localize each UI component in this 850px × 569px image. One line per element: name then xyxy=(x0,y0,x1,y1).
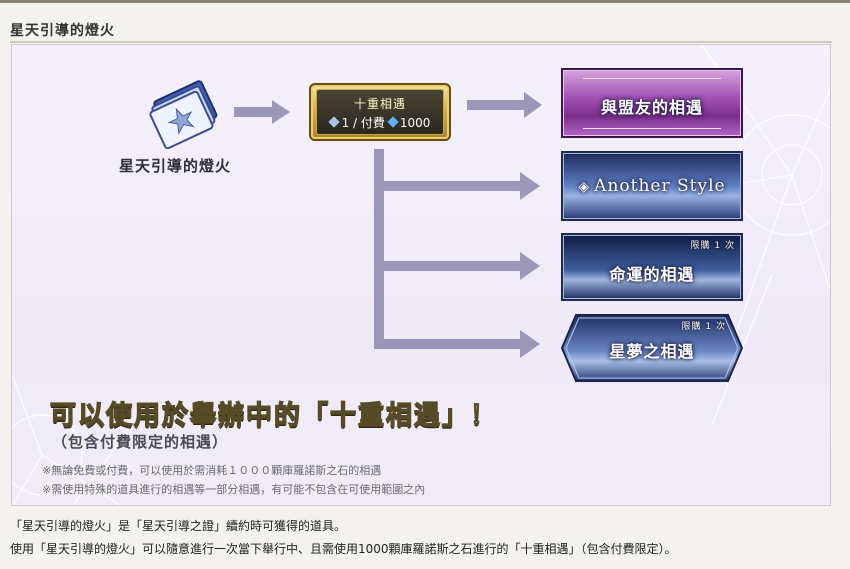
lamp-ticket-icon xyxy=(149,80,218,149)
hexagon-frame-icon xyxy=(560,314,744,382)
note-line: ※無論免費或付費，可以使用於需消耗１０００顆庫羅諾斯之石的相遇 xyxy=(42,464,382,477)
ten-pull-cost: 1 / 付費 1000 xyxy=(317,114,443,131)
description-line: 使用「星天引導的燈火」可以隨意進行一次當下舉行中、且需使用1000顆庫羅諾斯之石… xyxy=(10,542,677,556)
card-ornament-line xyxy=(583,128,721,129)
cost-amount: 1000 xyxy=(399,116,431,130)
card-label: ◈Another Style xyxy=(563,176,741,196)
ally-encounter-card[interactable]: 與盟友的相遇 xyxy=(561,68,743,138)
subline-text: （包含付費限定的相遇） xyxy=(52,433,229,451)
page-title: 星天引導的燈火 xyxy=(10,23,115,39)
item-name-label: 星天引導的燈火 xyxy=(118,157,231,175)
headline-text: 可以使用於舉辦中的「十重相遇」！ xyxy=(49,400,499,431)
arrow-right-icon xyxy=(234,100,290,124)
crest-icon: ◈ xyxy=(578,179,591,195)
description-line: 「星天引導的燈火」是「星天引導之證」續約時可獲得的道具。 xyxy=(10,519,347,533)
top-border xyxy=(0,0,850,3)
ten-pull-title: 十重相遇 xyxy=(353,97,406,111)
feature-banner: 星天引導的燈火 十重相遇 1 / 付費 1000 與盟友的相遇 ◈Another … xyxy=(11,44,831,506)
card-ornament-line xyxy=(583,78,721,79)
another-style-card[interactable]: ◈Another Style xyxy=(561,151,743,221)
card-label: 命運的相遇 xyxy=(609,265,695,284)
limit-badge: 限購 1 次 xyxy=(690,241,735,251)
ten-pull-button[interactable]: 十重相遇 1 / 付費 1000 xyxy=(309,83,451,141)
cost-prefix: 1 / 付費 xyxy=(341,116,385,130)
title-divider xyxy=(10,41,832,43)
note-line: ※需使用特殊的道具進行的相遇等一部分相遇，有可能不包含在可使用範圍之內 xyxy=(42,483,426,496)
star-dream-encounter-card[interactable]: 限購 1 次 星夢之相遇 xyxy=(560,313,744,383)
ten-pull-button-face: 十重相遇 1 / 付費 1000 xyxy=(316,89,444,135)
card-label: 星夢之相遇 xyxy=(609,342,695,361)
limit-badge: 限購 1 次 xyxy=(681,322,726,332)
fate-encounter-card[interactable]: 限購 1 次 命運的相遇 xyxy=(561,233,743,301)
another-style-text: Another Style xyxy=(594,176,726,196)
card-label: 與盟友的相遇 xyxy=(600,98,703,117)
branch-arrows-icon xyxy=(374,92,542,358)
